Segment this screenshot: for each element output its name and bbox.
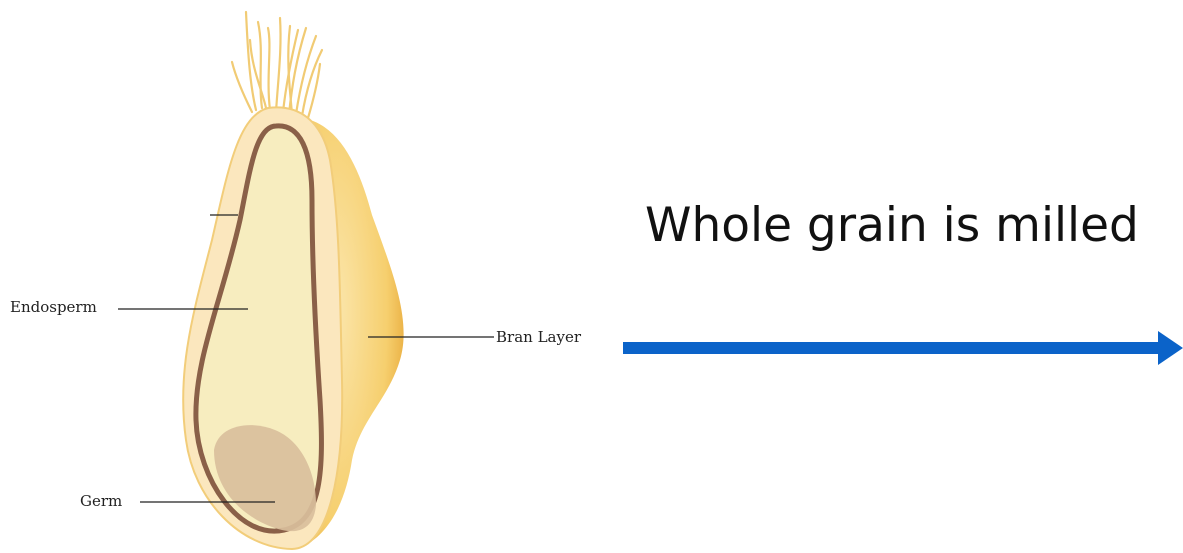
label-germ: Germ [80,492,122,510]
label-bran-layer: Bran Layer [496,328,581,346]
arrow-shaft [623,342,1160,354]
milling-arrow [623,331,1183,365]
label-endosperm: Endosperm [10,298,97,316]
grain-bristles [232,12,322,118]
milling-caption: Whole grain is milled [645,196,1139,256]
arrow-head [1158,331,1183,365]
